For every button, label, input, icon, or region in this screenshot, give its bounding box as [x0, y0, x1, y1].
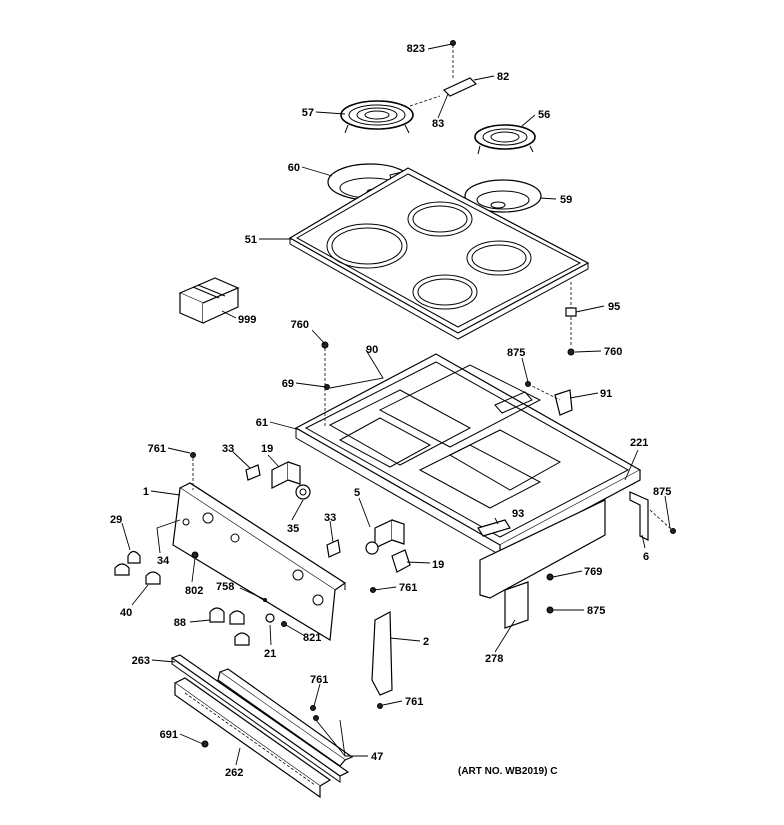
label-761-b: 761: [399, 582, 417, 594]
trim-47: [217, 668, 354, 767]
trim-263: [170, 654, 350, 783]
infinite-switch-left: [271, 461, 311, 500]
label-35: 35: [287, 523, 299, 535]
surface-unit-large: [340, 95, 441, 134]
label-95: 95: [608, 301, 620, 313]
side-trim-right: [629, 491, 676, 541]
leader-lines: [121, 43, 671, 766]
label-1: 1: [143, 486, 149, 498]
control-panel: [172, 482, 347, 642]
drip-pan-small: [464, 179, 542, 213]
label-40: 40: [120, 607, 132, 619]
part-labels: 823 82 83 57 56 60 59 51 999 95 760 90 8…: [110, 43, 671, 779]
label-69: 69: [282, 378, 294, 390]
label-875-b: 875: [653, 486, 671, 498]
label-769: 769: [584, 566, 602, 578]
cooktop: [288, 167, 590, 340]
label-875-c: 875: [587, 605, 605, 617]
side-trim-left: [371, 611, 393, 709]
label-760-a: 760: [291, 319, 309, 331]
label-262: 262: [225, 767, 243, 779]
surface-unit-small: [474, 124, 536, 155]
label-33-b: 33: [324, 512, 336, 524]
label-999: 999: [238, 314, 256, 326]
label-875-a: 875: [507, 347, 525, 359]
cooktop-hinge: [565, 282, 577, 356]
label-33-a: 33: [222, 443, 234, 455]
label-60: 60: [288, 162, 300, 174]
label-21: 21: [264, 648, 276, 660]
label-61: 61: [256, 417, 268, 429]
label-263: 263: [132, 655, 150, 667]
art-number: (ART NO. WB2019) C: [458, 766, 557, 777]
label-761-a: 761: [148, 443, 166, 455]
label-761-c: 761: [310, 674, 328, 686]
label-2: 2: [423, 636, 429, 648]
label-93: 93: [512, 508, 524, 520]
label-19-b: 19: [432, 559, 444, 571]
label-51: 51: [245, 234, 257, 246]
label-59: 59: [560, 194, 572, 206]
label-88: 88: [174, 617, 186, 629]
label-56: 56: [538, 109, 550, 121]
label-34: 34: [157, 555, 170, 567]
label-221: 221: [630, 437, 648, 449]
label-5: 5: [354, 487, 360, 499]
label-823: 823: [407, 43, 425, 55]
screws-misc: [190, 452, 376, 627]
label-6: 6: [643, 551, 649, 563]
label-82: 82: [497, 71, 509, 83]
infinite-switch-right: [365, 519, 411, 573]
label-278: 278: [485, 653, 503, 665]
literature-box: [178, 277, 240, 324]
rear-shield: [477, 499, 606, 629]
label-761-d: 761: [405, 696, 423, 708]
label-691: 691: [160, 729, 178, 741]
label-758: 758: [216, 581, 234, 593]
label-760-b: 760: [604, 346, 622, 358]
label-83: 83: [432, 118, 444, 130]
label-821: 821: [303, 632, 321, 644]
label-19-a: 19: [261, 443, 273, 455]
label-57: 57: [302, 107, 314, 119]
label-47: 47: [371, 751, 383, 763]
knobs: [114, 550, 250, 646]
label-802: 802: [185, 585, 203, 597]
vent-262: [173, 677, 332, 799]
label-91: 91: [600, 388, 612, 400]
label-90: 90: [366, 344, 378, 356]
label-29: 29: [110, 514, 122, 526]
bracket-91: [525, 381, 573, 416]
terminal-block: [442, 40, 478, 97]
switch-clips: [245, 464, 341, 558]
